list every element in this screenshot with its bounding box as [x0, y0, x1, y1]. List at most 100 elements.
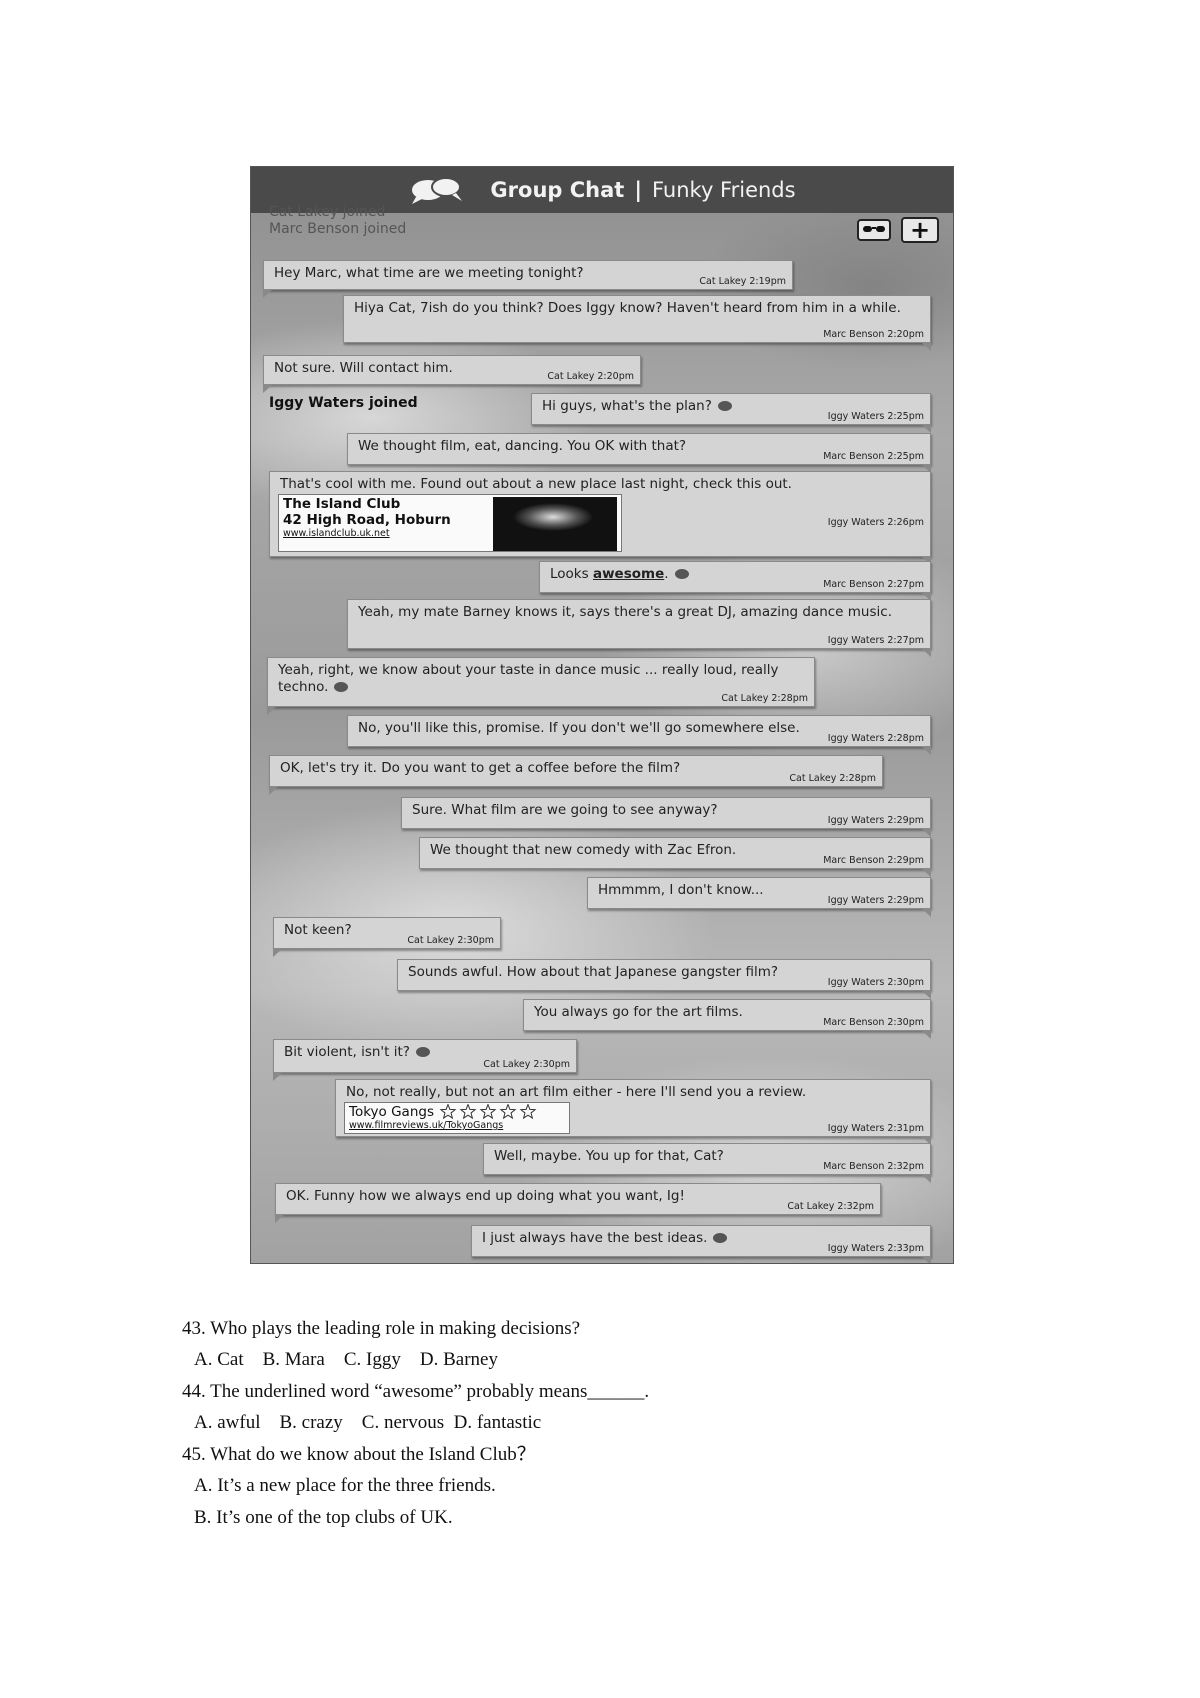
- question-45: 45. What do we know about the Island Clu…: [182, 1444, 536, 1465]
- message-meta: Marc Benson 2:29pm: [823, 855, 924, 866]
- message-sender: Cat Lakey: [483, 1059, 531, 1070]
- message-text: Well, maybe. You up for that, Cat?: [494, 1148, 724, 1164]
- star-icon: [439, 1104, 457, 1120]
- emoticon-icon: [717, 401, 732, 411]
- star-rating: [439, 1104, 537, 1120]
- message-sender: Iggy Waters: [827, 411, 885, 422]
- message-text: You always go for the art films.: [534, 1004, 743, 1020]
- club-name: The Island Club: [283, 496, 401, 512]
- message-time: 2:30pm: [457, 935, 494, 946]
- sunglasses-face-icon: [863, 226, 885, 232]
- message-text: We thought that new comedy with Zac Efro…: [430, 842, 737, 858]
- chat-title: Group Chat: [490, 178, 625, 202]
- message-time: 2:20pm: [887, 329, 924, 340]
- message-sender: Marc Benson: [823, 451, 885, 462]
- underlined-word: awesome: [592, 566, 665, 582]
- chat-message: Hmmmm, I don't know... Iggy Waters 2:29p…: [587, 877, 931, 917]
- chat-message: Sure. What film are we going to see anyw…: [401, 797, 931, 837]
- system-event: Cat Lakey joined: [269, 204, 386, 220]
- chat-message: Yeah, my mate Barney knows it, says ther…: [347, 599, 931, 657]
- message-meta: Marc Benson 2:25pm: [823, 451, 924, 462]
- star-icon: [499, 1104, 517, 1120]
- film-name: Tokyo Gangs: [349, 1104, 434, 1120]
- chat-bubbles-icon: [412, 177, 463, 204]
- message-text: Sure. What film are we going to see anyw…: [412, 802, 718, 818]
- chat-message: No, not really, but not an art film eith…: [335, 1079, 931, 1145]
- message-text: Yeah, my mate Barney knows it, says ther…: [358, 604, 892, 620]
- message-meta: Marc Benson 2:27pm: [823, 579, 924, 590]
- message-meta: Cat Lakey 2:20pm: [547, 371, 634, 382]
- chat-message: Well, maybe. You up for that, Cat? Marc …: [483, 1143, 931, 1183]
- emoji-button[interactable]: [857, 219, 891, 241]
- message-text: Hi guys, what's the plan?: [542, 398, 712, 414]
- message-meta: Cat Lakey 2:19pm: [699, 276, 786, 287]
- message-sender: Marc Benson: [823, 579, 885, 590]
- message-time: 2:30pm: [533, 1059, 570, 1070]
- chat-header: Group Chat | Funky Friends: [251, 167, 953, 213]
- system-event: Marc Benson joined: [269, 221, 407, 237]
- message-meta: Marc Benson 2:32pm: [823, 1161, 924, 1172]
- message-sender: Iggy Waters: [827, 977, 885, 988]
- message-text: Not sure. Will contact him.: [274, 360, 453, 376]
- message-time: 2:26pm: [887, 517, 924, 528]
- message-sender: Cat Lakey: [789, 773, 837, 784]
- message-sender: Iggy Waters: [827, 815, 885, 826]
- message-meta: Cat Lakey 2:30pm: [407, 935, 494, 946]
- message-meta: Marc Benson 2:20pm: [823, 329, 924, 340]
- message-meta: Iggy Waters 2:29pm: [828, 895, 924, 906]
- message-time: 2:27pm: [887, 579, 924, 590]
- club-photo: [493, 497, 617, 551]
- message-text: Yeah, right, we know about your taste in…: [278, 662, 779, 695]
- message-time: 2:33pm: [887, 1243, 924, 1254]
- chat-message: Looks awesome. Marc Benson 2:27pm: [539, 561, 931, 601]
- message-meta: Iggy Waters 2:30pm: [828, 977, 924, 988]
- message-meta: Cat Lakey 2:32pm: [787, 1201, 874, 1212]
- chat-message: We thought film, eat, dancing. You OK wi…: [347, 433, 931, 473]
- chat-message: OK. Funny how we always end up doing wha…: [275, 1183, 881, 1223]
- chat-message: Not keen? Cat Lakey 2:30pm: [273, 917, 501, 957]
- message-text: Not keen?: [284, 922, 352, 938]
- film-url-link[interactable]: www.filmreviews.uk/TokyoGangs: [349, 1120, 504, 1131]
- message-text: No, not really, but not an art film eith…: [346, 1084, 807, 1100]
- club-link-card[interactable]: The Island Club 42 High Road, Hoburn www…: [278, 494, 622, 552]
- message-meta: Iggy Waters 2:29pm: [828, 815, 924, 826]
- message-sender: Marc Benson: [823, 329, 885, 340]
- message-text: Hmmmm, I don't know...: [598, 882, 764, 898]
- chat-message: That's cool with me. Found out about a n…: [269, 471, 931, 565]
- message-text: Bit violent, isn't it?: [284, 1044, 410, 1060]
- star-icon: [459, 1104, 477, 1120]
- message-text-suffix: .: [664, 566, 669, 582]
- message-time: 2:28pm: [771, 693, 808, 704]
- film-link-card[interactable]: Tokyo Gangs www.filmreviews.uk/TokyoGang…: [344, 1102, 570, 1134]
- message-time: 2:20pm: [597, 371, 634, 382]
- emoticon-icon: [415, 1047, 430, 1057]
- system-event: Iggy Waters joined: [269, 395, 418, 411]
- question-43: 43. Who plays the leading role in making…: [182, 1318, 581, 1339]
- message-time: 2:19pm: [749, 276, 786, 287]
- message-sender: Iggy Waters: [827, 895, 885, 906]
- title-separator: |: [634, 178, 642, 202]
- message-sender: Cat Lakey: [721, 693, 769, 704]
- message-meta: Iggy Waters 2:31pm: [828, 1123, 924, 1134]
- message-sender: Iggy Waters: [827, 1243, 885, 1254]
- message-text: OK. Funny how we always end up doing wha…: [286, 1188, 685, 1204]
- message-meta: Iggy Waters 2:27pm: [828, 635, 924, 646]
- message-meta: Cat Lakey 2:28pm: [789, 773, 876, 784]
- question-44: 44. The underlined word “awesome” probab…: [182, 1381, 650, 1402]
- add-member-button[interactable]: +: [901, 216, 939, 244]
- club-url-link[interactable]: www.islandclub.uk.net: [283, 528, 390, 539]
- message-time: 2:28pm: [839, 773, 876, 784]
- emoticon-icon: [334, 682, 349, 692]
- chat-message: I just always have the best ideas. Iggy …: [471, 1225, 931, 1263]
- question-45-option-a: A. It’s a new place for the three friend…: [194, 1475, 496, 1496]
- chat-message: Yeah, right, we know about your taste in…: [267, 657, 815, 715]
- message-text: Sounds awful. How about that Japanese ga…: [408, 964, 779, 980]
- chat-message: Not sure. Will contact him. Cat Lakey 2:…: [263, 355, 641, 393]
- emoticon-icon: [713, 1233, 728, 1243]
- message-sender: Marc Benson: [823, 1017, 885, 1028]
- chat-message: Sounds awful. How about that Japanese ga…: [397, 959, 931, 999]
- message-text: Hiya Cat, 7ish do you think? Does Iggy k…: [354, 300, 901, 316]
- chat-message: No, you'll like this, promise. If you do…: [347, 715, 931, 755]
- message-time: 2:25pm: [887, 411, 924, 422]
- message-sender: Cat Lakey: [787, 1201, 835, 1212]
